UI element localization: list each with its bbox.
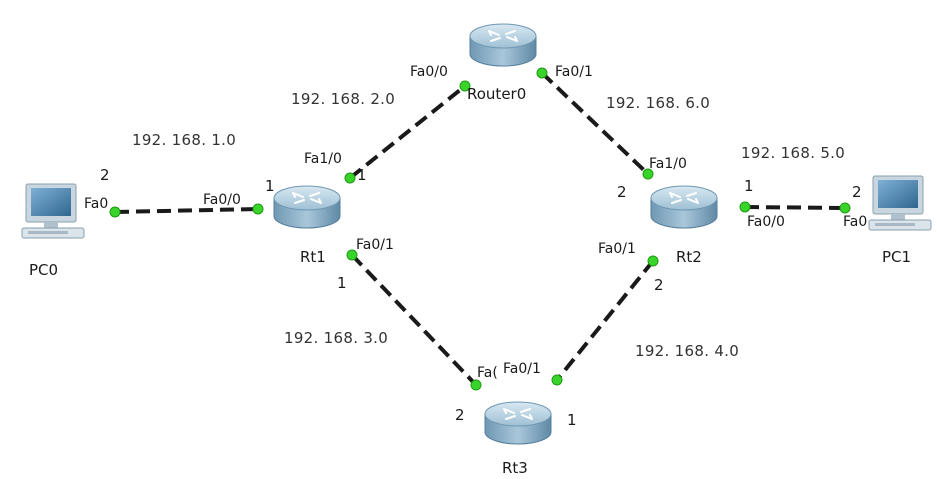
port-label-rt3-fa0x: Fa( [477, 365, 498, 381]
device-label-rt2: Rt2 [676, 248, 702, 266]
device-label-rt1: Rt1 [300, 248, 326, 266]
port-label-rt3-fa01: Fa0/1 [503, 361, 541, 377]
port-dot-rt2-fa10 [642, 168, 654, 180]
if-number-rt1-bottom: 1 [337, 274, 347, 292]
port-label-rt1-fa10: Fa1/0 [304, 151, 342, 167]
if-number-pc0: 2 [100, 166, 110, 184]
link-pc0-rt1[interactable] [114, 207, 259, 214]
rt2[interactable] [650, 185, 718, 229]
link-rt2-pc1[interactable] [744, 205, 846, 210]
port-label-rt1-fa00: Fa0/0 [203, 192, 241, 208]
link-router0-rt2[interactable] [540, 71, 650, 176]
port-dot-rt1-fa10 [344, 172, 356, 184]
port-dot-router0-fa00 [459, 80, 471, 92]
port-dot-rt2-fa01 [647, 255, 659, 267]
if-number-rt2-top: 2 [617, 183, 627, 201]
pc1[interactable] [868, 175, 932, 231]
port-label-rt2-fa10: Fa1/0 [649, 156, 687, 172]
device-label-router0: Router0 [467, 85, 526, 103]
port-label-router0-fa01: Fa0/1 [555, 64, 593, 80]
port-dot-rt1-fa00 [252, 203, 264, 215]
if-number-rt3-right: 1 [567, 411, 577, 429]
network-label-2: 192. 168. 2.0 [291, 90, 395, 108]
device-label-rt3: Rt3 [502, 459, 528, 477]
if-number-rt2-bottom: 2 [654, 276, 664, 294]
if-number-rt1-top: 1 [357, 166, 367, 184]
if-number-rt2-right: 1 [744, 177, 754, 195]
port-label-rt2-fa01: Fa0/1 [598, 241, 636, 257]
if-number-rt3-left: 2 [455, 406, 465, 424]
device-label-pc1: PC1 [882, 248, 911, 266]
network-label-6: 192. 168. 6.0 [606, 94, 710, 112]
link-rt1-router0[interactable] [348, 84, 467, 180]
device-label-pc0: PC0 [29, 261, 58, 279]
rt3[interactable] [484, 401, 552, 445]
network-label-5: 192. 168. 5.0 [741, 144, 845, 162]
link-rt1-rt3[interactable] [350, 253, 478, 387]
port-dot-pc1-fa0 [839, 202, 851, 214]
rt1[interactable] [273, 185, 341, 229]
links [114, 71, 846, 387]
port-dot-rt1-fa01 [346, 249, 358, 261]
network-label-1: 192. 168. 1.0 [132, 131, 236, 149]
port-label-pc1-fa0: Fa0 [843, 214, 867, 230]
network-label-3: 192. 168. 3.0 [284, 329, 388, 347]
router0[interactable] [469, 23, 537, 67]
if-number-rt1-left: 1 [265, 177, 275, 195]
if-number-pc1: 2 [852, 183, 862, 201]
port-dot-router0-fa01 [536, 67, 548, 79]
port-label-rt1-fa01: Fa0/1 [356, 237, 394, 253]
port-label-router0-fa00: Fa0/0 [410, 64, 448, 80]
port-dot-rt2-fa00 [739, 201, 751, 213]
network-label-4: 192. 168. 4.0 [635, 342, 739, 360]
port-dot-pc0-fa0 [109, 206, 121, 218]
port-indicators [109, 67, 851, 391]
port-dot-rt3-fa0x [470, 379, 482, 391]
port-dot-rt3-fa01 [551, 374, 563, 386]
port-label-rt2-fa00: Fa0/0 [747, 214, 785, 230]
pc0[interactable] [21, 183, 85, 239]
link-rt2-rt3[interactable] [555, 259, 655, 382]
port-label-pc0-fa0: Fa0 [84, 196, 108, 212]
